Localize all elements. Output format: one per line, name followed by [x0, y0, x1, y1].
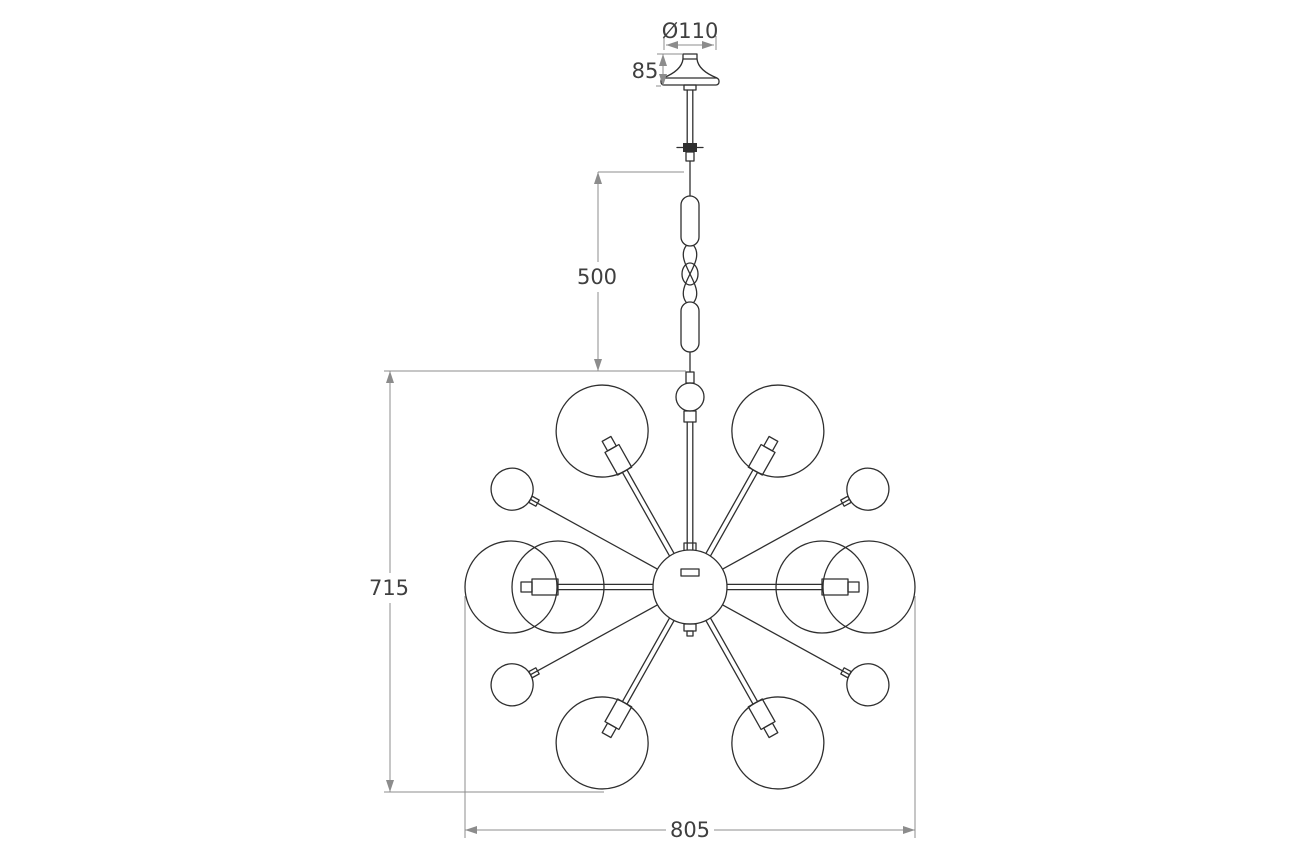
suspension-chain: [676, 89, 704, 373]
dimension-body-width: 805: [464, 596, 916, 842]
hub-body: [652, 549, 728, 625]
arm-left: [464, 540, 654, 634]
glass-globe-rear: [775, 540, 869, 634]
glass-globe: [731, 696, 825, 790]
arm-tube: [529, 498, 659, 570]
rear-arm-lower-right: [721, 604, 890, 707]
canopy-neck: [683, 84, 697, 91]
bulb: [847, 581, 860, 593]
dimension-label-canopy-diameter: Ø110: [662, 19, 719, 43]
dimension-label-chain-drop: 500: [577, 265, 617, 289]
hub-finial-knob: [686, 630, 694, 637]
hook-stud: [685, 371, 695, 384]
rear-arm-upper-left: [490, 467, 659, 570]
arm-lower-left: [555, 617, 675, 790]
bulb: [601, 435, 617, 452]
arm-tube-edge: [621, 617, 671, 703]
arm-upper-left: [555, 384, 675, 557]
rear-arms: [490, 467, 890, 707]
glass-globe: [555, 696, 649, 790]
arm-right: [726, 540, 916, 634]
central-hub: [652, 542, 728, 637]
twisted-strand-b: [682, 245, 698, 303]
small-globe: [846, 663, 890, 707]
rear-arm-upper-right: [721, 467, 890, 570]
canopy-bell-left: [662, 58, 684, 79]
arm-tube-edge: [709, 617, 759, 703]
dimension-label-canopy-height: 85: [632, 59, 659, 83]
arm-tube: [529, 604, 659, 676]
dimension-label-body-height: 715: [369, 576, 409, 600]
bulb-socket: [821, 578, 849, 596]
chain-link-1: [680, 195, 700, 247]
clamp-collar: [685, 151, 695, 162]
glass-globe-front: [822, 540, 916, 634]
glass-globe-rear: [511, 540, 605, 634]
arm-tube: [721, 498, 851, 570]
canopy-knob: [682, 53, 698, 60]
arm-tube-edge: [709, 471, 759, 557]
bulb-socket: [531, 578, 559, 596]
hub-top-slot: [680, 568, 700, 577]
dimension-chain-drop: 500: [577, 171, 684, 371]
arm-tube-edge: [705, 619, 754, 705]
side-arms: [464, 540, 916, 634]
bulb: [601, 722, 617, 739]
chain-link-2: [680, 301, 700, 353]
dimension-canopy-diameter: Ø110: [662, 19, 719, 50]
bulb: [520, 581, 533, 593]
hub-finial-cap: [683, 623, 697, 632]
arm-lower-right: [705, 617, 825, 790]
rear-arm-lower-left: [490, 604, 659, 707]
canopy-bell-right: [696, 58, 718, 79]
arm-tube-edge: [621, 471, 671, 557]
glass-globe-front: [464, 540, 558, 634]
arm-tube-edge: [705, 469, 754, 555]
twisted-loop: [681, 262, 699, 286]
stem-ferrule: [683, 410, 697, 423]
glass-globe: [731, 384, 825, 478]
arm-tube-edge: [626, 619, 675, 705]
small-globe: [846, 467, 890, 511]
small-globe: [490, 467, 534, 511]
diagonal-arms: [555, 384, 825, 790]
canopy-base: [660, 77, 720, 86]
dimension-body-height: 715: [369, 370, 686, 793]
arm-upper-right: [705, 384, 825, 557]
dimension-canopy-height: 85: [632, 53, 682, 87]
dimension-label-body-width: 805: [670, 818, 710, 842]
glass-globe: [555, 384, 649, 478]
arm-tube: [721, 604, 851, 676]
hook-ring: [675, 382, 705, 412]
small-globe: [490, 663, 534, 707]
bulb: [763, 722, 779, 739]
ceiling-canopy: [660, 53, 720, 91]
hook-and-stem: [675, 371, 705, 553]
arm-tube-edge: [626, 469, 675, 555]
bulb: [763, 435, 779, 452]
chain-link-twisted: [681, 245, 699, 303]
